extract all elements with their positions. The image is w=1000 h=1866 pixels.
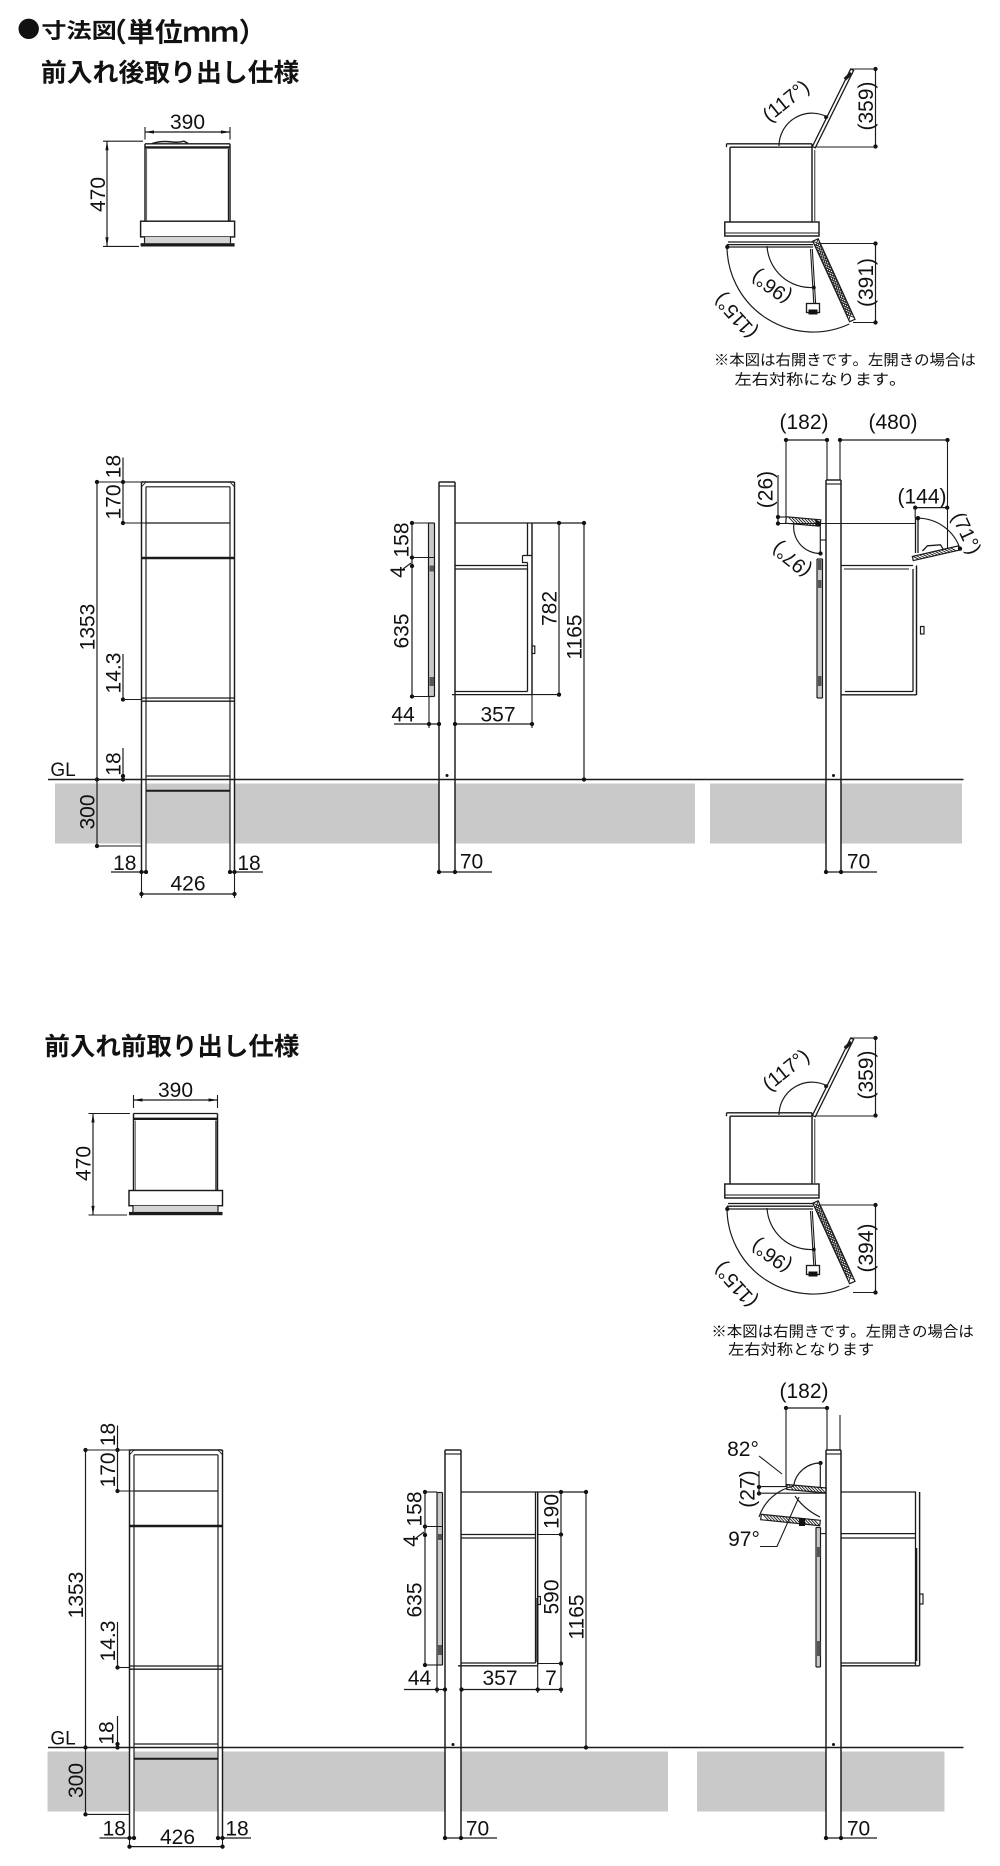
svg-text:(394): (394): [855, 1223, 878, 1272]
svg-text:4: 4: [387, 566, 410, 578]
svg-text:18: 18: [96, 1721, 119, 1744]
svg-text:70: 70: [847, 851, 870, 874]
svg-text:18: 18: [237, 852, 260, 875]
svg-text:82°: 82°: [727, 1438, 759, 1461]
svg-text:1353: 1353: [65, 1572, 88, 1619]
svg-text:357: 357: [480, 704, 515, 727]
svg-text:7: 7: [545, 1667, 557, 1690]
svg-text:(27): (27): [737, 1470, 760, 1507]
svg-text:390: 390: [158, 1079, 193, 1102]
svg-text:14.3: 14.3: [97, 1621, 120, 1662]
svg-text:1353: 1353: [77, 604, 100, 651]
svg-text:70: 70: [466, 1818, 489, 1841]
svg-text:18: 18: [225, 1818, 248, 1841]
svg-text:635: 635: [391, 613, 414, 648]
svg-text:97°: 97°: [728, 1528, 760, 1551]
svg-text:(359): (359): [855, 81, 878, 130]
svg-text:70: 70: [847, 1818, 870, 1841]
svg-text:44: 44: [408, 1667, 432, 1690]
svg-text:300: 300: [77, 794, 100, 829]
svg-text:18: 18: [97, 1423, 120, 1446]
svg-text:18: 18: [103, 1818, 126, 1841]
svg-text:470: 470: [73, 1146, 96, 1181]
svg-text:782: 782: [539, 591, 562, 626]
svg-text:(26): (26): [755, 471, 778, 508]
svg-text:(182): (182): [779, 411, 828, 434]
svg-text:44: 44: [391, 704, 415, 727]
svg-text:(359): (359): [855, 1050, 878, 1099]
svg-text:158: 158: [404, 1491, 427, 1526]
svg-text:590: 590: [541, 1579, 564, 1614]
svg-text:GL: GL: [50, 760, 75, 781]
svg-text:(182): (182): [779, 1380, 828, 1403]
svg-text:158: 158: [391, 522, 414, 557]
svg-text:GL: GL: [50, 1729, 75, 1750]
svg-text:14.3: 14.3: [103, 653, 126, 694]
svg-text:70: 70: [460, 851, 483, 874]
svg-text:470: 470: [87, 177, 110, 212]
svg-text:18: 18: [113, 852, 136, 875]
svg-text:357: 357: [482, 1667, 517, 1690]
svg-text:18: 18: [103, 455, 126, 478]
svg-text:(391): (391): [855, 258, 878, 307]
svg-text:635: 635: [404, 1582, 427, 1617]
svg-text:170: 170: [103, 484, 126, 519]
svg-text:(144): (144): [897, 486, 946, 509]
svg-text:190: 190: [541, 1494, 564, 1529]
svg-text:1165: 1165: [564, 614, 587, 659]
svg-text:4: 4: [400, 1535, 423, 1547]
svg-text:426: 426: [160, 1826, 195, 1849]
svg-text:18: 18: [103, 752, 126, 775]
svg-text:170: 170: [97, 1452, 120, 1487]
svg-text:(480): (480): [868, 411, 917, 434]
svg-text:390: 390: [170, 111, 205, 134]
svg-text:426: 426: [170, 873, 205, 896]
svg-text:300: 300: [65, 1763, 88, 1798]
svg-text:1165: 1165: [566, 1594, 589, 1639]
